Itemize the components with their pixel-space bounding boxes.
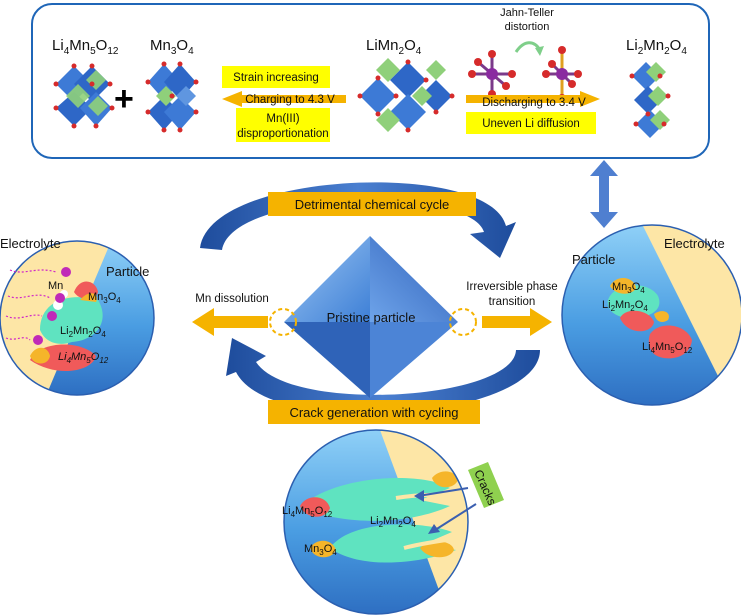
crystal-li4mn5o12 [53, 63, 115, 129]
phase-transition-label-line1: Irreversible phase [466, 281, 557, 293]
left-mn3o4-label: Mn3O4 [88, 291, 121, 305]
mn3-label-line2: disproportionation [237, 128, 328, 140]
bottom-li4mn5o12-label: Li4Mn5O12 [282, 505, 333, 519]
left-mn-label: Mn [48, 280, 63, 292]
double-arrow-vertical [590, 160, 618, 228]
left-highlight-circle [269, 308, 297, 336]
mn3-label-box [236, 108, 330, 142]
left-li2mn2o4-label: Li2Mn2O4 [60, 325, 106, 339]
discharging-arrow [466, 91, 600, 107]
crystal-limn2o4 [357, 58, 455, 133]
right-li2mn2o4-label: Li2Mn2O4 [602, 299, 648, 313]
strain-label: Strain increasing [233, 72, 319, 84]
cycle-top-label-box [268, 192, 476, 216]
crystal-mn3o4 [145, 61, 199, 133]
formula-limn2o4: LiMn2O4 [366, 37, 422, 57]
formula-mn3o4: Mn3O4 [150, 37, 194, 57]
mn-dissolution-arrow [192, 308, 268, 336]
cycle-top-label: Detrimental chemical cycle [295, 197, 450, 212]
left-particle-circle [0, 240, 155, 396]
charging-arrow [222, 91, 346, 107]
mn3-label-line1: Mn(III) [266, 113, 299, 125]
left-particle-label: Particle [106, 264, 149, 279]
cracks-callout [414, 462, 504, 534]
discharging-label: Discharging to 3.4 V [482, 97, 586, 109]
formula-li2mn2o4: Li2Mn2O4 [626, 37, 687, 57]
jahn-teller-molecules [468, 41, 582, 102]
bottom-mn3o4-label: Mn3O4 [304, 543, 337, 557]
pristine-particle [284, 236, 458, 398]
phase-transition-label-line2: transition [489, 296, 536, 308]
jahn-teller-line1: Jahn-Teller [500, 7, 554, 19]
mn-dissolution-label: Mn dissolution [195, 293, 269, 305]
cycle-bottom-label-box [268, 400, 480, 424]
bottom-particle-circle [283, 429, 469, 615]
strain-label-box [222, 66, 330, 88]
left-li4mn5o12-label: Li4Mn5O12 [58, 351, 109, 365]
uneven-label-box [466, 112, 596, 134]
right-mn3o4-label: Mn3O4 [612, 281, 645, 295]
uneven-label: Uneven Li diffusion [482, 118, 580, 130]
plus-sign: + [114, 80, 134, 118]
charging-label: Charging to 4.3 V [245, 94, 335, 106]
crystal-li2mn2o4 [629, 62, 671, 138]
right-particle-circle [561, 224, 741, 406]
left-electrolyte-label: Electrolyte [0, 236, 61, 251]
jahn-teller-line2: distortion [505, 21, 550, 33]
cycle-bottom-label: Crack generation with cycling [289, 405, 458, 420]
right-li4mn5o12-label: Li4Mn5O12 [642, 341, 693, 355]
cycle-bottom-arc [226, 338, 540, 414]
phase-transition-arrow [482, 308, 552, 336]
pristine-particle-label: Pristine particle [327, 310, 416, 325]
bottom-li2mn2o4-label: Li2Mn2O4 [370, 515, 416, 529]
svg-text:+: + [114, 80, 134, 118]
right-particle-label: Particle [572, 252, 615, 267]
right-highlight-circle [449, 308, 477, 336]
right-electrolyte-label: Electrolyte [664, 236, 725, 251]
formula-li4mn5o12: Li4Mn5O12 [52, 37, 119, 57]
